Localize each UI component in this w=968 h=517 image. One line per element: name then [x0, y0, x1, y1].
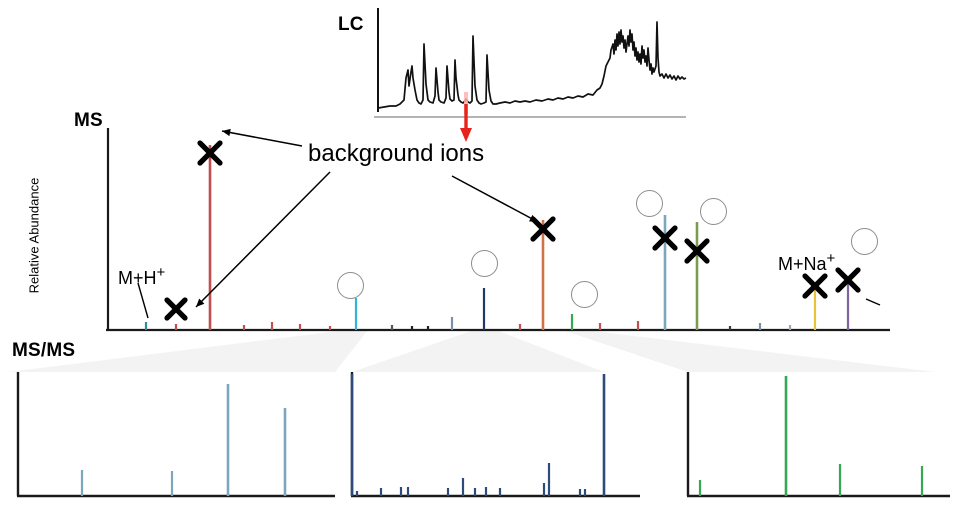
protonated-molecule-annotation: M+H+ [118, 264, 165, 289]
ms-panel-label: MS [74, 110, 103, 131]
mh-base: M+H [118, 268, 157, 288]
peak-3-leader-line [865, 298, 881, 306]
precursor-circle-2 [700, 198, 727, 225]
cross-marker-background-2 [530, 216, 556, 242]
lc-panel-label: LC [338, 14, 364, 35]
mh-leader-line [137, 282, 149, 319]
sodiated-molecule-annotation: M+Na+ [778, 250, 835, 275]
funnel-connector-3 [562, 330, 935, 372]
funnel-connector-2 [352, 330, 604, 372]
cross-marker-peak-2 [684, 238, 710, 264]
lc-chromatogram-trace [377, 21, 687, 109]
mna-charge: + [826, 250, 836, 267]
cross-marker-background-1 [197, 140, 223, 166]
mna-base: M+Na [778, 254, 827, 274]
precursor-circle-6 [571, 281, 598, 308]
precursor-circle-5 [337, 272, 364, 299]
background-ions-arrow-lower-left-head [196, 298, 205, 307]
background-ions-annotation: background ions [308, 140, 485, 167]
background-ions-arrow-right-shaft [451, 175, 539, 223]
msms-panel-label: MS/MS [12, 340, 76, 361]
background-ions-arrow-right-head [529, 214, 538, 222]
precursor-circle-4 [471, 250, 498, 277]
cross-marker-mh-neighbor [164, 297, 188, 321]
precursor-circle-1 [636, 190, 663, 217]
cross-marker-peak-1 [652, 225, 678, 251]
cross-marker-peak-3 [835, 267, 861, 293]
precursor-circle-3 [851, 228, 878, 255]
background-ions-arrow-left-shaft [221, 130, 303, 147]
ms-y-axis-label: Relative Abundance [26, 177, 42, 294]
lc-selection-highlight [464, 92, 468, 114]
background-ions-arrow-left-head [222, 128, 231, 137]
lc-to-ms-arrow-head [460, 128, 472, 142]
mh-charge: + [156, 264, 166, 281]
background-ions-arrow-lower-left-shaft [195, 171, 331, 308]
funnel-connector-1 [8, 330, 368, 372]
cross-marker-sodiated [802, 273, 828, 299]
